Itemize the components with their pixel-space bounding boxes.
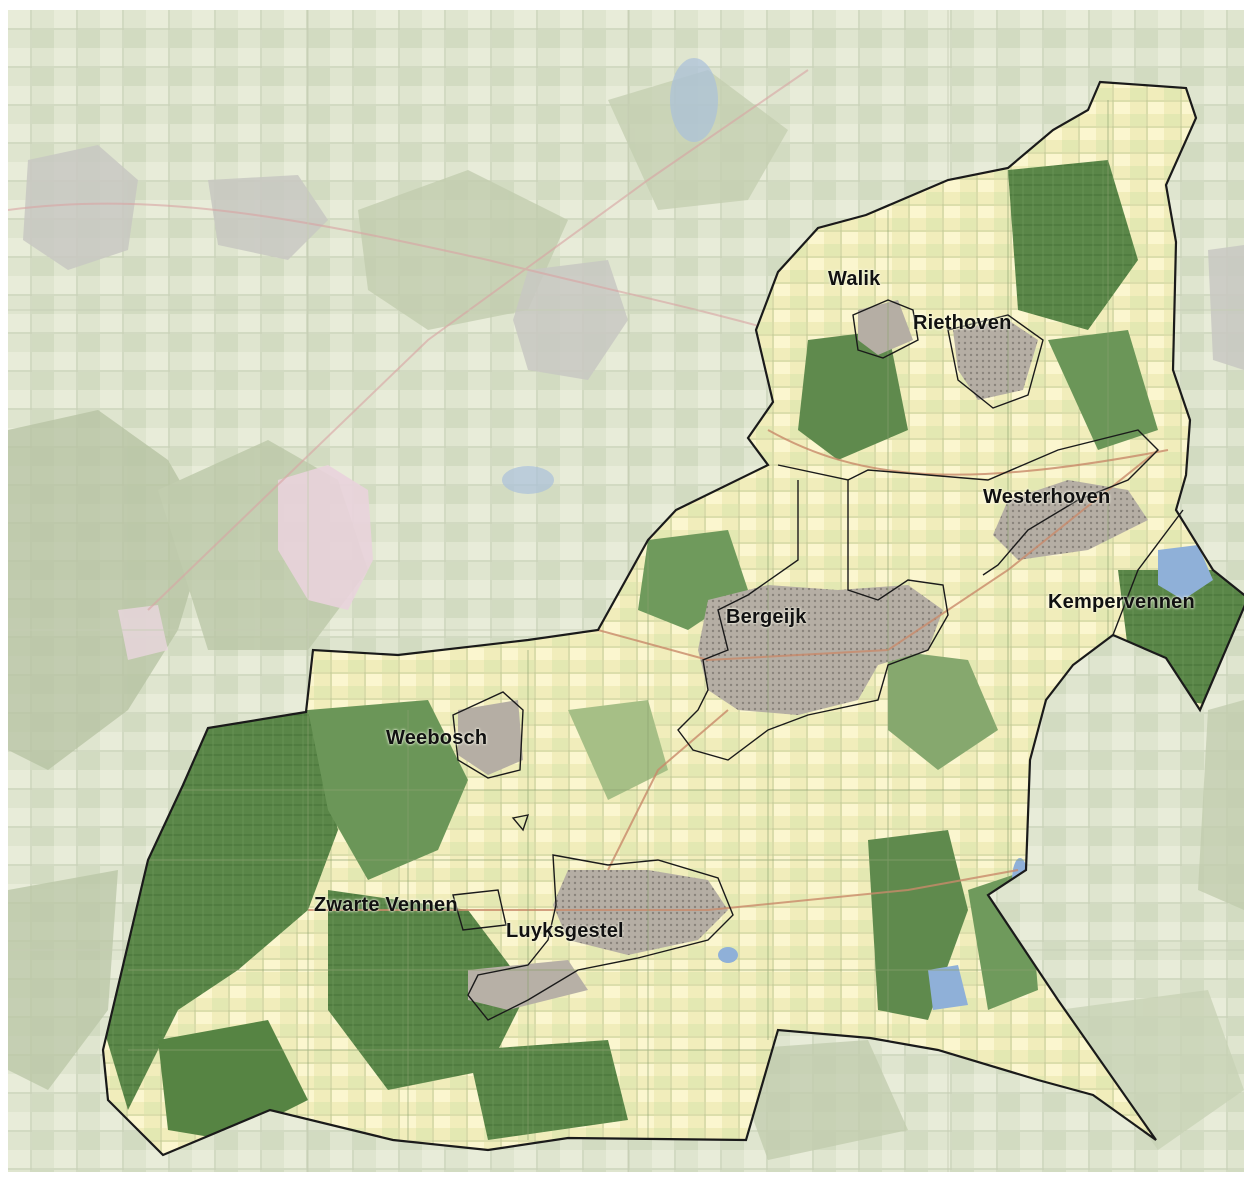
map-svg [8,10,1244,1172]
label-weebosch[interactable]: Weebosch [386,727,488,749]
label-kempervennen[interactable]: Kempervennen [1048,591,1195,613]
map-canvas[interactable]: Walik Riethoven Westerhoven Kempervennen… [8,10,1244,1172]
label-walik[interactable]: Walik [828,268,881,290]
label-riethoven[interactable]: Riethoven [913,312,1012,334]
label-westerhoven[interactable]: Westerhoven [983,486,1111,508]
label-bergeijk[interactable]: Bergeijk [726,606,807,628]
lake-north [670,58,718,142]
heath-area [278,465,373,610]
lake-west [502,466,554,494]
surrounding-roads [8,69,809,611]
district-boundaries [452,299,1184,1021]
label-luyksgestel[interactable]: Luyksgestel [506,920,624,942]
label-zwarte-vennen[interactable]: Zwarte Vennen [314,894,458,916]
heath-area-small [118,605,168,660]
surrounding-towns [23,145,1244,380]
